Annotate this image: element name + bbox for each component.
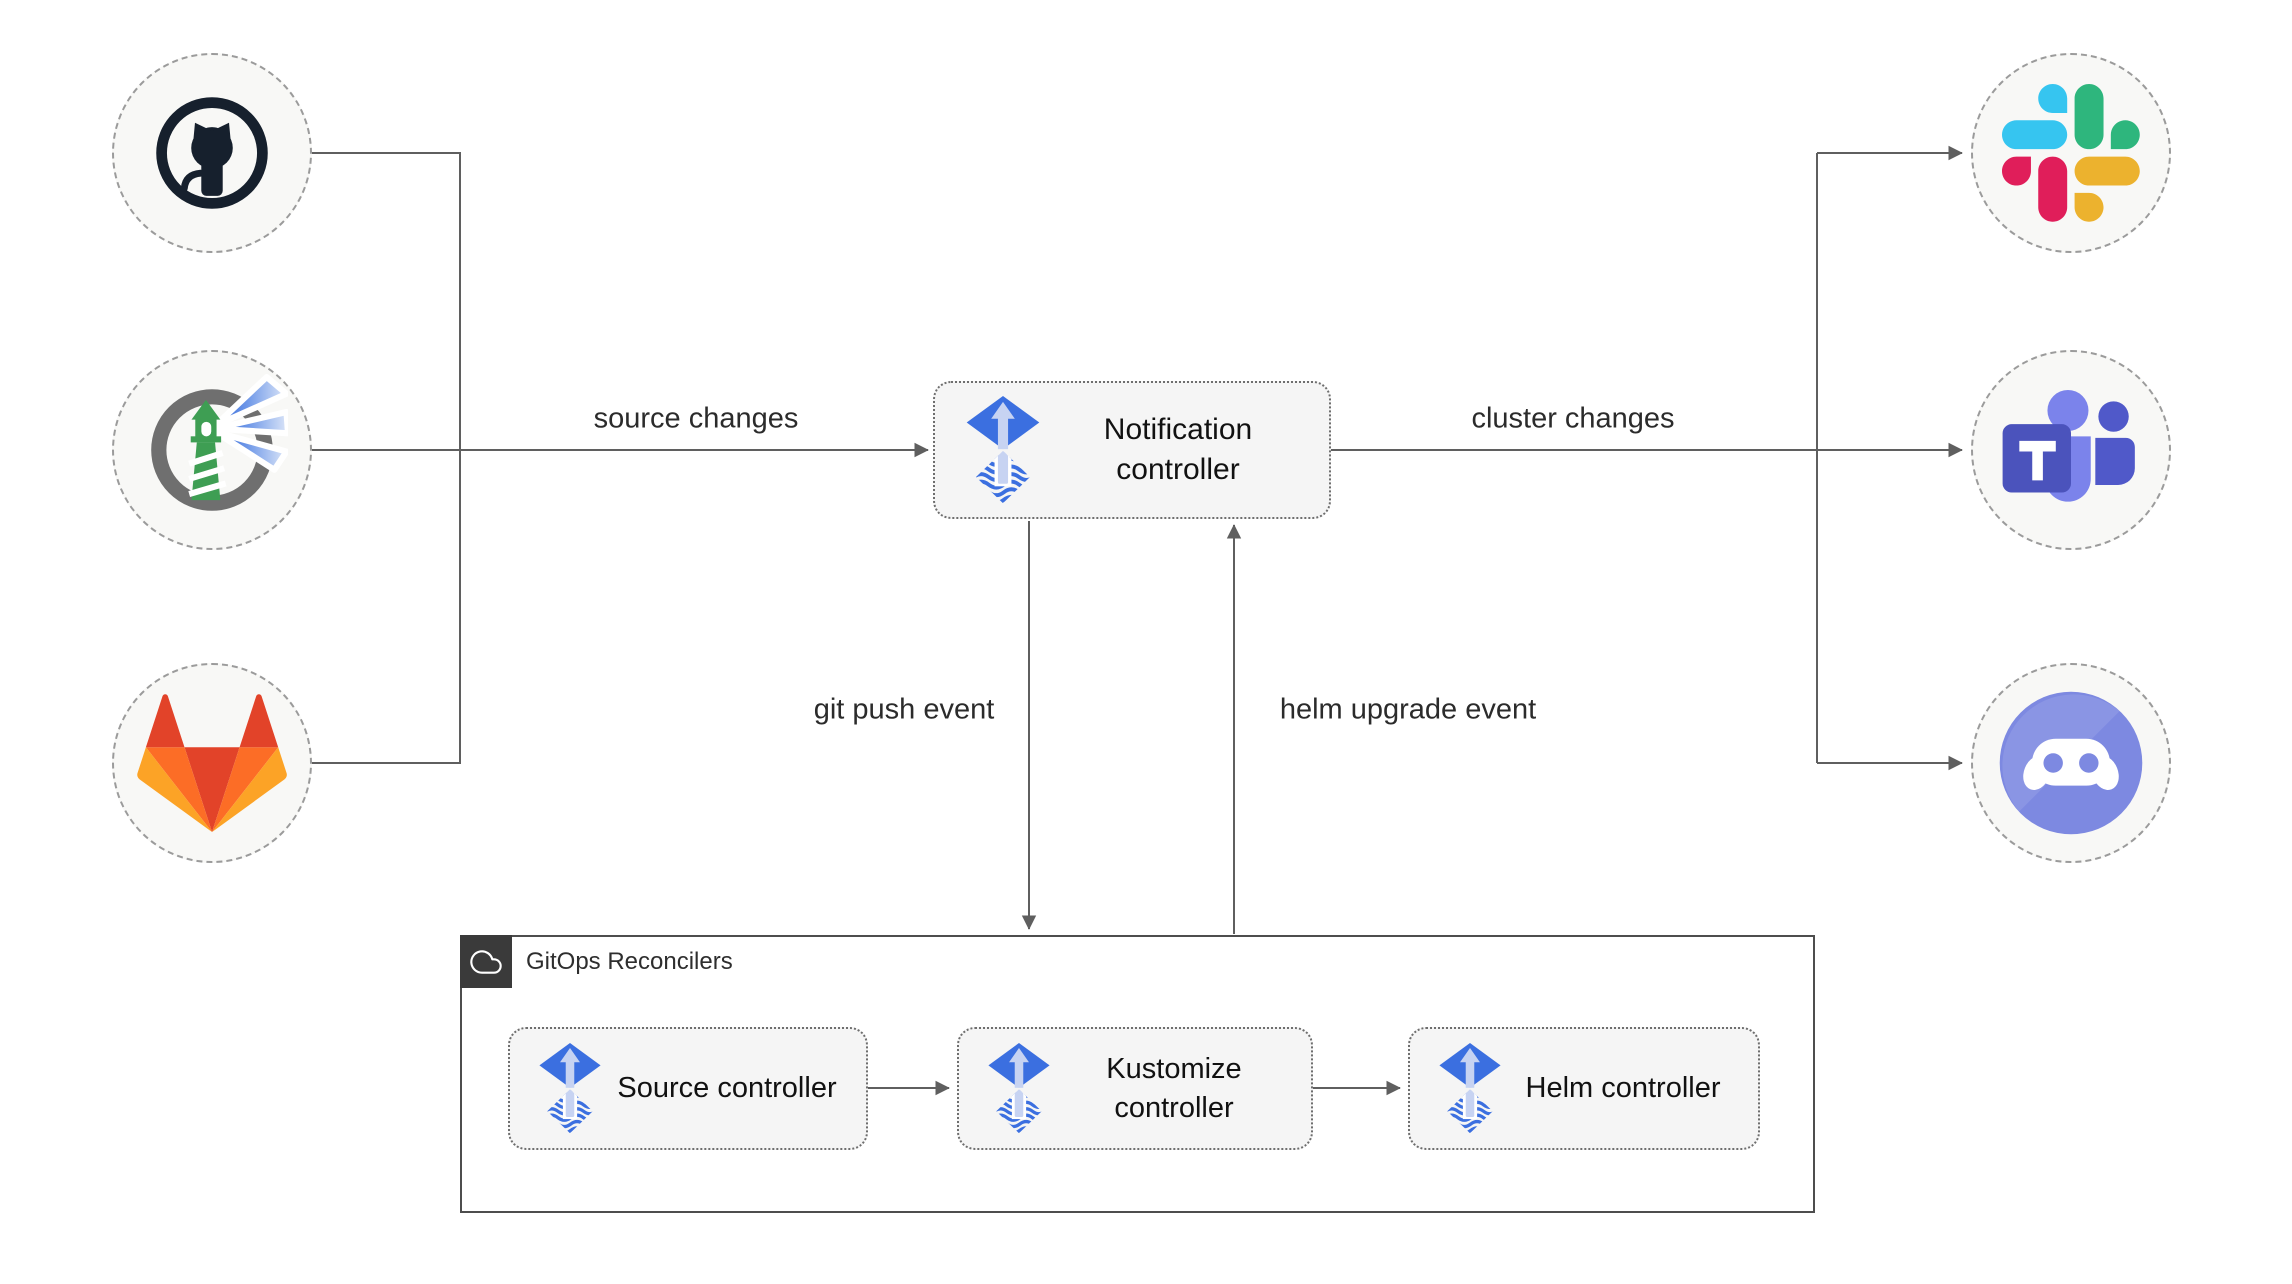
slack-icon (2002, 84, 2140, 222)
edge-github-to-junction (312, 152, 461, 450)
github-node (112, 53, 312, 253)
edge-label-helm-upgrade-event: helm upgrade event (1273, 693, 1543, 727)
github-icon (149, 90, 275, 216)
gitlab-node (112, 663, 312, 863)
edge-gitlab-to-junction (312, 450, 461, 764)
notification-controller-label: Notification controller (1103, 413, 1253, 486)
gitops-reconcilers-container: GitOps Reconcilers Source controller Kus… (460, 935, 1815, 1213)
teams-icon (1995, 380, 2147, 520)
slack-node (1971, 53, 2171, 253)
notification-controller-node: Notification controller (933, 381, 1331, 519)
kustomize-controller-label: Kustomize controller (1106, 1053, 1242, 1124)
container-corner-badge (460, 935, 512, 988)
harbor-node (112, 350, 312, 550)
cloud-icon (470, 946, 502, 978)
discord-icon (1990, 682, 2152, 844)
gitops-reconcilers-title: GitOps Reconcilers (526, 948, 733, 975)
teams-node (1971, 350, 2171, 550)
gitlab-icon (137, 694, 287, 832)
edge-label-source-changes: source changes (587, 402, 805, 436)
helm-controller-label: Helm controller (1525, 1072, 1721, 1105)
kustomize-controller-node: Kustomize controller (957, 1027, 1313, 1150)
edge-label-git-push-event: git push event (807, 693, 1001, 727)
flux-icon (965, 395, 1041, 505)
source-controller-node: Source controller (508, 1027, 868, 1150)
helm-controller-node: Helm controller (1408, 1027, 1760, 1150)
flux-icon (1438, 1042, 1502, 1135)
flux-icon (538, 1042, 602, 1135)
harbor-icon (136, 374, 288, 526)
edge-label-cluster-changes: cluster changes (1465, 402, 1681, 436)
discord-node (1971, 663, 2171, 863)
flux-icon (987, 1042, 1051, 1135)
source-controller-label: Source controller (617, 1072, 837, 1105)
